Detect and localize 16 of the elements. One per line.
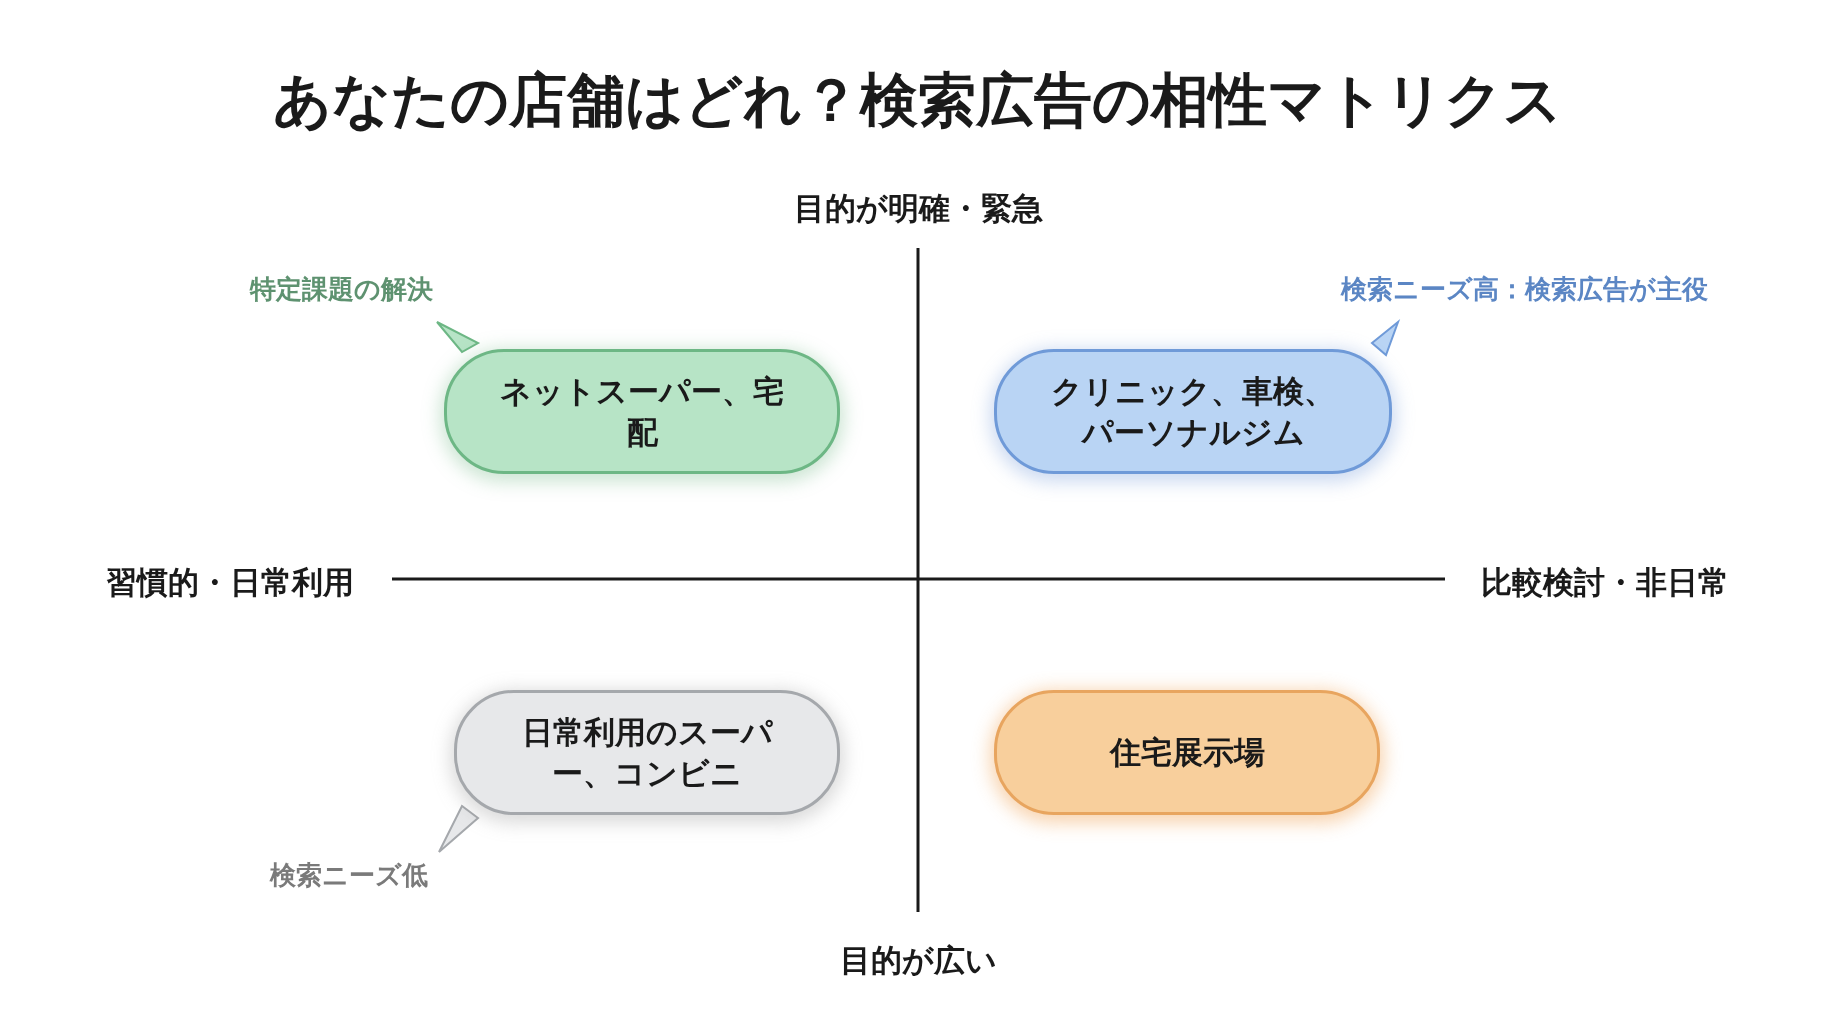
- callout-text: 検索ニーズ低: [270, 859, 428, 892]
- category-pill: [444, 349, 840, 474]
- callout-text: 検索ニーズ高：検索広告が主役: [1341, 273, 1708, 306]
- category-text: 住宅展示場: [1108, 733, 1266, 773]
- axis-label: 目的が明確・緊急: [793, 189, 1043, 228]
- callout-text: 特定課題の解決: [250, 273, 433, 306]
- category-text: ネットスーパー、宅配: [499, 372, 785, 452]
- axis-label: 習慣的・日常利用: [106, 563, 354, 602]
- category-pill: [454, 690, 840, 815]
- category-pill: [994, 690, 1380, 815]
- title: あなたの店舗はどれ？検索広告の相性マトリクス: [271, 65, 1563, 136]
- category-text: クリニック、車検、パーソナルジム: [1050, 372, 1336, 452]
- axis-label: 比較検討・非日常: [1481, 563, 1729, 602]
- category-text: 日常利用のスーパー、コンビニ: [520, 713, 774, 793]
- axis-label: 目的が広い: [839, 941, 997, 980]
- category-pill: [994, 349, 1392, 474]
